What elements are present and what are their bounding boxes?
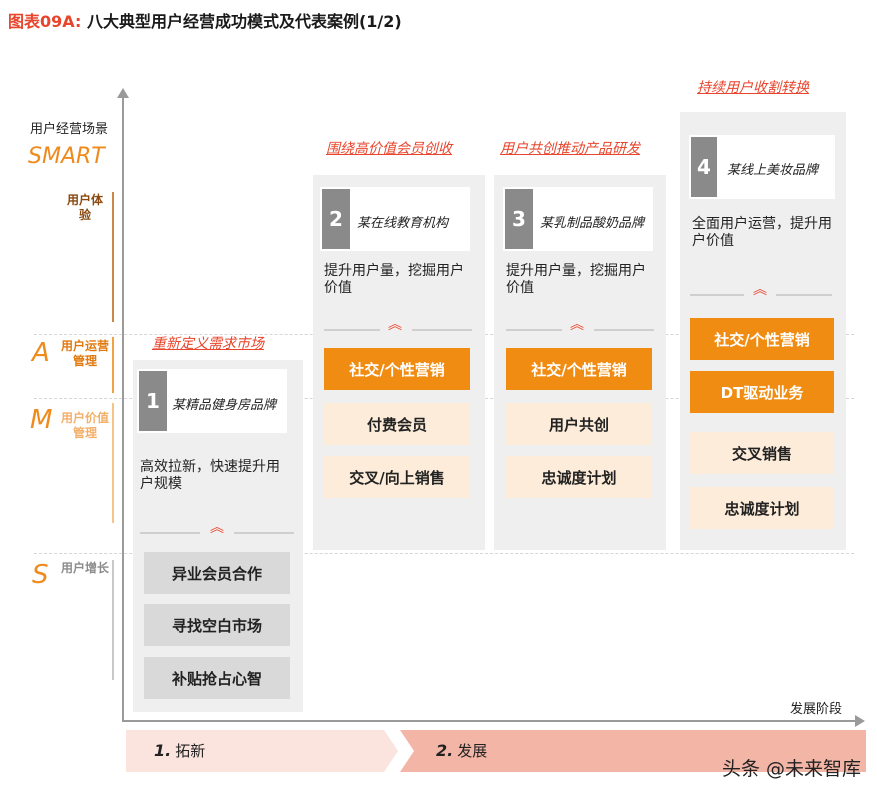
level-label-experience: 用户体验: [66, 193, 103, 222]
case-number-1: 1: [139, 371, 167, 431]
column-heading-3: 用户共创推动产品研发: [500, 141, 640, 157]
stage-1-number: 1.: [154, 741, 172, 760]
level-bar-operation: [112, 337, 114, 393]
strategy-box: 社交/个性营销: [506, 348, 652, 390]
strategy-box: 交叉销售: [690, 432, 834, 474]
case-name-2: 某在线教育机构: [357, 216, 449, 231]
strategy-box: 社交/个性营销: [324, 348, 470, 390]
strategy-box: DT驱动业务: [690, 371, 834, 413]
stage-2-number: 2.: [436, 741, 454, 760]
stage-1-label: 拓新: [175, 742, 206, 760]
level-bar-growth: [112, 560, 114, 680]
strategy-box: 寻找空白市场: [144, 604, 290, 646]
figure-number: 图表09A:: [8, 12, 82, 31]
strategy-box: 补贴抢占心智: [144, 657, 290, 699]
y-axis-arrow-icon: [117, 88, 129, 98]
strategy-box: 社交/个性营销: [690, 318, 834, 360]
case-number-2: 2: [322, 189, 350, 249]
separator: [324, 329, 380, 331]
separator: [506, 329, 562, 331]
strategy-box: 用户共创: [506, 403, 652, 445]
separator: [594, 329, 654, 331]
stage-arrows: [126, 730, 866, 772]
level-bar-value: [112, 403, 114, 523]
case-desc-4: 全面用户运营，提升用户价值: [692, 216, 832, 249]
stage-arrow-1: [126, 730, 398, 772]
chevron-up-icon: ︽: [570, 317, 584, 333]
stage-arrow-2: [400, 730, 866, 772]
case-desc-1: 高效拉新，快速提升用户规模: [140, 459, 280, 492]
smart-model-label: SMART: [28, 144, 105, 169]
y-axis-label: 用户经营场景: [30, 122, 109, 137]
column-heading-4: 持续用户收割转换: [697, 80, 809, 96]
stage-2: 2.发展: [436, 740, 487, 761]
strategy-box: 付费会员: [324, 403, 470, 445]
column-heading-2: 围绕高价值会员创收: [326, 141, 452, 157]
level-divider: [34, 553, 854, 554]
level-letter-m: M: [30, 405, 53, 435]
level-letter-a: A: [32, 338, 50, 368]
page-title: 图表09A: 八大典型用户经营成功模式及代表案例(1/2): [8, 8, 402, 32]
x-axis-arrow-icon: [855, 715, 865, 727]
separator: [776, 294, 832, 296]
level-label-value: 用户价值管理: [60, 411, 109, 440]
level-label-growth: 用户增长: [60, 561, 109, 575]
case-desc-3: 提升用户量，挖掘用户价值: [506, 263, 646, 296]
case-number-3: 3: [505, 189, 533, 249]
level-letter-s: S: [32, 560, 49, 590]
stage-1: 1.拓新: [154, 740, 205, 761]
y-axis: [122, 96, 124, 722]
case-name-3: 某乳制品酸奶品牌: [540, 216, 645, 231]
figure-title: 八大典型用户经营成功模式及代表案例(1/2): [86, 12, 402, 31]
column-heading-1: 重新定义需求市场: [152, 336, 264, 352]
separator: [690, 294, 744, 296]
strategy-box: 异业会员合作: [144, 552, 290, 594]
case-number-4: 4: [691, 137, 717, 197]
chevron-up-icon: ︽: [388, 317, 402, 333]
strategy-box: 交叉/向上销售: [324, 456, 470, 498]
separator: [140, 532, 200, 534]
chevron-up-icon: ︽: [210, 520, 224, 536]
watermark: 头条 @未来智库: [721, 758, 861, 780]
separator: [234, 532, 294, 534]
case-name-1: 某精品健身房品牌: [172, 398, 277, 413]
x-axis-label: 发展阶段: [790, 702, 843, 717]
separator: [412, 329, 472, 331]
strategy-box: 忠诚度计划: [506, 456, 652, 498]
stage-2-label: 发展: [457, 742, 488, 760]
x-axis: [122, 720, 857, 722]
case-name-4: 某线上美妆品牌: [727, 163, 819, 178]
level-bar-experience: [112, 192, 114, 322]
level-label-operation: 用户运营管理: [60, 339, 109, 368]
case-desc-2: 提升用户量，挖掘用户价值: [324, 263, 464, 296]
chevron-up-icon: ︽: [753, 282, 767, 298]
strategy-box: 忠诚度计划: [690, 487, 834, 529]
